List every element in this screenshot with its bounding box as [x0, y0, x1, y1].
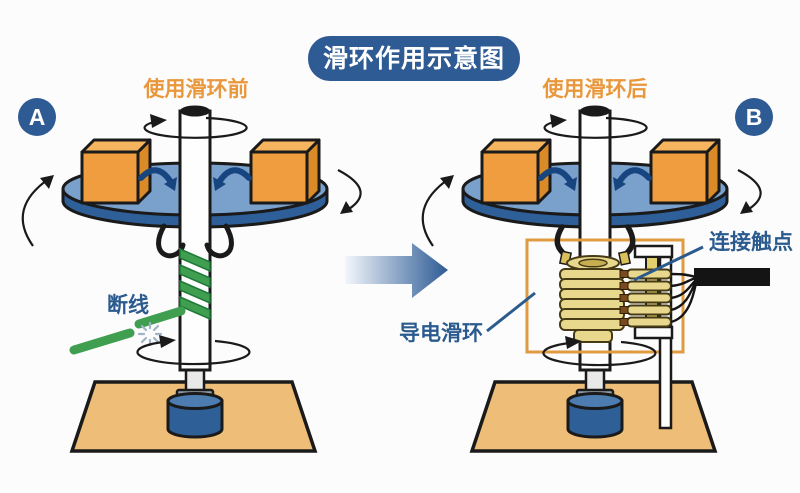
- caption-before: 使用滑环前: [143, 77, 249, 101]
- base-spin-arrow-icon: [542, 340, 657, 367]
- badge-a: [18, 98, 56, 136]
- title-pill: [308, 36, 520, 81]
- panel-b: 导电滑环 连接触点: [399, 106, 793, 453]
- badge-b: [735, 98, 773, 136]
- slip-ring-pointer-line: [486, 291, 536, 333]
- contacts-label: 连接触点: [709, 230, 793, 254]
- badge-a-label: A: [29, 104, 46, 130]
- broken-wire-lower: [69, 328, 135, 355]
- base-spin-arrow-icon: [136, 339, 251, 366]
- stand-a: [70, 362, 317, 453]
- broken-wire-label: 断线: [107, 293, 149, 317]
- wire-loop-right: [204, 223, 234, 259]
- brush-contacts: [619, 268, 672, 328]
- stand-b: [470, 362, 717, 453]
- broken-wire-upper: [134, 306, 186, 329]
- slip-ring-stack: [559, 255, 625, 343]
- brush-bracket-bottom: [633, 325, 674, 340]
- brush-bracket-top: [633, 244, 674, 259]
- badge-b-label: B: [746, 104, 763, 130]
- panel-a: 断线: [23, 106, 361, 453]
- transition-arrow-icon: [345, 243, 448, 298]
- green-wire-coil: [179, 247, 211, 321]
- contacts-pointer-line: [633, 245, 704, 282]
- slip-ring-label: 导电滑环: [399, 322, 483, 345]
- ferrule-right: [617, 250, 632, 266]
- output-cable: [694, 268, 770, 286]
- caption-after: 使用滑环后: [542, 77, 648, 101]
- turntable-a: [23, 106, 361, 371]
- page-title: 滑环作用示意图: [323, 44, 505, 73]
- slip-ring-highlight-box: [525, 238, 685, 354]
- break-spark-icon: [137, 321, 163, 347]
